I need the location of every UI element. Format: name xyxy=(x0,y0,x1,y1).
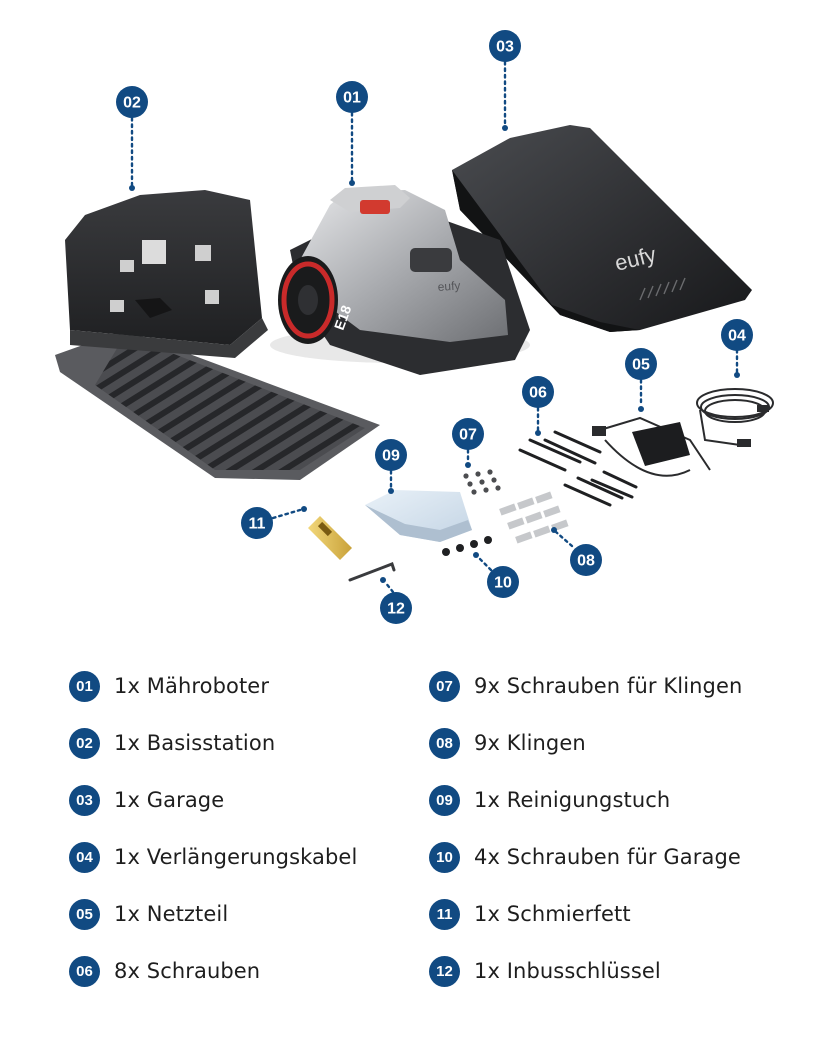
cleaning-cloth-illustration xyxy=(365,490,472,542)
callout-badge-06: 06 xyxy=(522,376,554,408)
legend-number: 11 xyxy=(429,898,460,930)
svg-text:07: 07 xyxy=(459,427,477,444)
legend-number: 04 xyxy=(69,841,100,873)
callout-badge-01: 01 xyxy=(336,81,368,113)
legend-number: 02 xyxy=(69,727,100,759)
legend-item-11: 11 1x Schmierfett xyxy=(429,897,631,931)
legend-number: 07 xyxy=(429,670,460,702)
svg-text:12: 12 xyxy=(387,601,405,618)
callout-badge-05: 05 xyxy=(625,348,657,380)
power-supply-illustration xyxy=(592,416,711,477)
svg-text:04: 04 xyxy=(728,328,746,345)
legend-label: 1x Schmierfett xyxy=(474,902,631,926)
callout-badge-11: 11 xyxy=(241,507,273,539)
legend-item-03: 03 1x Garage xyxy=(69,783,224,817)
callout-badge-07: 07 xyxy=(452,418,484,450)
legend-number: 08 xyxy=(429,727,460,759)
blades-illustration xyxy=(499,491,569,544)
svg-text:10: 10 xyxy=(494,575,512,592)
callout-badge-09: 09 xyxy=(375,439,407,471)
callout-badge-02: 02 xyxy=(116,86,148,118)
legend-number: 09 xyxy=(429,784,460,816)
legend-label: 1x Garage xyxy=(114,788,225,812)
legend-number: 12 xyxy=(429,955,460,987)
garage-illustration: eufy xyxy=(452,125,752,332)
legend-number: 01 xyxy=(69,670,100,702)
legend-label: 9x Klingen xyxy=(474,731,586,755)
legend-item-06: 06 8x Schrauben xyxy=(69,954,260,988)
mower-logo: eufy xyxy=(437,278,461,294)
legend-item-08: 08 9x Klingen xyxy=(429,726,586,760)
legend-number: 06 xyxy=(69,955,100,987)
extension-cable-illustration xyxy=(696,388,774,447)
callout-badge-10: 10 xyxy=(487,566,519,598)
callout-badge-08: 08 xyxy=(570,544,602,576)
hex-key-illustration xyxy=(348,562,396,582)
legend-label: 1x Inbusschlüssel xyxy=(474,959,661,983)
package-contents-illustration: eufy eufy E18 xyxy=(55,30,774,624)
svg-text:09: 09 xyxy=(382,448,400,465)
legend-number: 05 xyxy=(69,898,100,930)
mower-illustration: eufy E18 xyxy=(270,185,530,375)
grease-tube-illustration xyxy=(308,516,352,560)
svg-text:06: 06 xyxy=(529,385,547,402)
svg-text:08: 08 xyxy=(577,553,595,570)
ground-screws-illustration xyxy=(518,430,638,507)
callout-badge-04: 04 xyxy=(721,319,753,351)
base-station-illustration xyxy=(55,190,380,480)
callout-badge-12: 12 xyxy=(380,592,412,624)
legend-label: 1x Basisstation xyxy=(114,731,276,755)
legend-item-04: 04 1x Verlängerungskabel xyxy=(69,840,357,874)
legend-item-05: 05 1x Netzteil xyxy=(69,897,228,931)
legend-item-02: 02 1x Basisstation xyxy=(69,726,275,760)
svg-text:01: 01 xyxy=(343,90,361,107)
legend-label: 1x Netzteil xyxy=(114,902,229,926)
legend-number: 03 xyxy=(69,784,100,816)
svg-text:05: 05 xyxy=(632,357,650,374)
legend-item-12: 12 1x Inbusschlüssel xyxy=(429,954,661,988)
blade-screws-illustration xyxy=(463,469,501,495)
legend-number: 10 xyxy=(429,841,460,873)
legend-label: 4x Schrauben für Garage xyxy=(474,845,741,869)
garage-screws-illustration xyxy=(442,536,492,556)
callout-leaders xyxy=(129,60,740,594)
legend-label: 1x Reinigungstuch xyxy=(474,788,671,812)
legend-label: 8x Schrauben xyxy=(114,959,261,983)
svg-text:02: 02 xyxy=(123,95,141,112)
legend-label: 1x Mähroboter xyxy=(114,674,270,698)
svg-text:11: 11 xyxy=(249,516,266,533)
legend-item-10: 10 4x Schrauben für Garage xyxy=(429,840,741,874)
legend-label: 1x Verlängerungskabel xyxy=(114,845,358,869)
legend-item-07: 07 9x Schrauben für Klingen xyxy=(429,669,742,703)
svg-text:03: 03 xyxy=(496,39,514,56)
callout-badge-03: 03 xyxy=(489,30,521,62)
legend-item-01: 01 1x Mähroboter xyxy=(69,669,269,703)
mower-wheel xyxy=(278,256,338,344)
legend-item-09: 09 1x Reinigungstuch xyxy=(429,783,670,817)
legend-label: 9x Schrauben für Klingen xyxy=(474,674,743,698)
